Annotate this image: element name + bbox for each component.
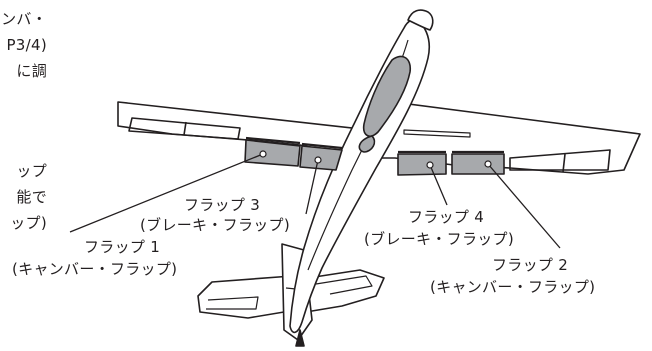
flap-2-surface	[451, 153, 505, 175]
flap-4-role: (ブレーキ・フラップ)	[364, 230, 515, 248]
side-text-line-3: に調	[16, 62, 47, 80]
flap-3-name: フラップ 3	[184, 196, 261, 214]
flap-2-marker	[484, 160, 492, 168]
horizontal-tail-left	[197, 275, 297, 319]
flap-2-name: フラップ 2	[492, 256, 569, 274]
flap-1-role: (キャンバー・フラップ)	[12, 260, 178, 278]
left-aileron	[128, 117, 241, 140]
flap-1-surface	[244, 139, 301, 167]
right-aileron	[509, 149, 611, 171]
flap-3-marker	[314, 156, 322, 164]
flap-4-surface	[397, 153, 447, 176]
flap-2-role: (キャンバー・フラップ)	[430, 278, 596, 296]
flap-1-marker	[259, 150, 267, 158]
side-text-line-6: ップ)	[10, 214, 47, 232]
side-text-line-1: ンバ・	[1, 10, 47, 28]
flap-4-name: フラップ 4	[408, 208, 485, 226]
left-wing	[117, 101, 371, 153]
flap-4-marker	[426, 161, 434, 169]
flap-1-name: フラップ 1	[84, 238, 161, 256]
side-text-line-2: P3/4)	[6, 36, 47, 54]
nose-cowl	[407, 9, 434, 31]
flap-3-surface	[299, 145, 343, 171]
leader-lines	[69, 153, 561, 249]
flap-3-role: (ブレーキ・フラップ)	[140, 216, 291, 234]
canopy	[362, 55, 412, 137]
side-text-line-4: ップ	[16, 162, 47, 180]
side-text-line-5: 能で	[16, 188, 47, 206]
